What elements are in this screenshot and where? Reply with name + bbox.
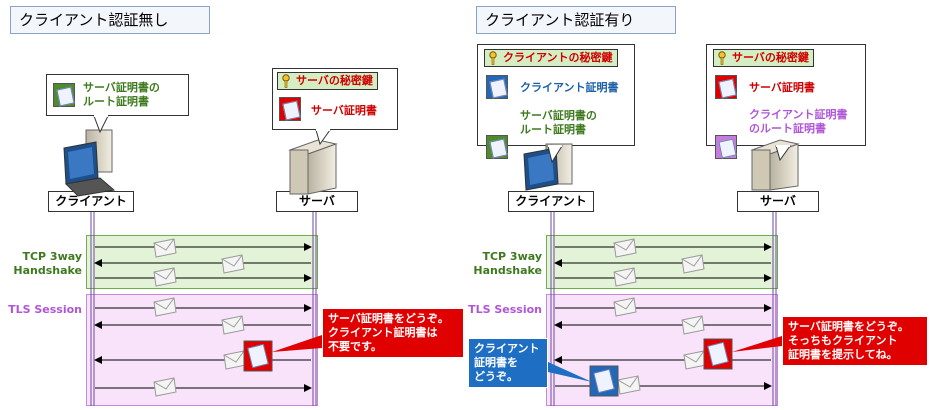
right-client-key-label: クライアントの秘密鍵 (503, 51, 613, 64)
right-cli-msg-line1: クライアント (474, 342, 540, 355)
right-server-key-label: サーバの秘密鍵 (732, 51, 809, 64)
client-root-certificate-icon (715, 135, 737, 159)
client-certificate-icon (589, 365, 619, 397)
left-msg-line1: サーバ証明書をどうぞ。 (328, 312, 449, 325)
key-icon (489, 51, 497, 65)
root-certificate-icon (486, 135, 508, 159)
right-tcp-phase-label: TCP 3way Handshake (464, 250, 542, 278)
right-client-root-line1: サーバ証明書の (520, 109, 597, 122)
left-server-cert-label: サーバ証明書 (311, 104, 377, 117)
left-client-root-line1: サーバ証明書の (83, 81, 160, 94)
key-icon (718, 51, 726, 65)
right-srv-msg-line1: サーバ証明書をどうぞ。 (788, 320, 909, 333)
server-certificate-icon (715, 75, 737, 99)
left-message-arrows (94, 243, 312, 392)
right-server-label: サーバ (737, 191, 819, 212)
right-message-arrows (554, 243, 772, 390)
right-client-label: クライアント (508, 191, 594, 212)
right-tcp-line2: Handshake (473, 264, 542, 277)
server-certificate-icon (279, 97, 301, 121)
key-icon (282, 74, 290, 88)
right-client-cert-label: クライアント証明書 (520, 81, 619, 94)
left-tcp-line2: Handshake (13, 264, 82, 277)
server-certificate-icon (243, 340, 273, 372)
root-certificate-icon (53, 83, 75, 107)
right-cli-msg-line3: どうぞ。 (474, 370, 518, 383)
left-server-label: サーバ (276, 191, 358, 212)
right-server-key-header: サーバの秘密鍵 (713, 49, 814, 67)
right-server-cert-label: サーバ証明書 (749, 81, 815, 94)
left-tcp-phase-label: TCP 3way Handshake (4, 250, 82, 278)
left-tcp-line1: TCP 3way (22, 250, 82, 263)
right-srv-msg-line2: そっちもクライアント (788, 334, 898, 347)
right-cli-msg-line2: 証明書を (474, 356, 518, 369)
left-server-key-header: サーバの秘密鍵 (277, 72, 378, 90)
left-tcp-band (86, 235, 318, 289)
right-server-callout: サーバの秘密鍵 サーバ証明書 クライアント証明書 のルート証明書 (706, 44, 866, 159)
left-client-root-label: サーバ証明書の ルート証明書 (83, 81, 160, 109)
right-client-root-line2: ルート証明書 (520, 123, 586, 136)
right-server-root-line2: のルート証明書 (749, 122, 826, 135)
left-server-callout: サーバの秘密鍵 サーバ証明書 (272, 68, 398, 130)
left-client-callout: サーバ証明書の ルート証明書 (46, 74, 189, 116)
right-client-callout: クライアントの秘密鍵 クライアント証明書 サーバ証明書の ルート証明書 (477, 44, 635, 159)
client-certificate-icon (486, 75, 508, 99)
right-srv-msg-line3: 証明書を提示してね。 (788, 348, 898, 361)
envelope-icon (613, 238, 707, 395)
right-client-key-header: クライアントの秘密鍵 (484, 49, 618, 67)
server-icon (750, 139, 800, 191)
right-tls-phase-label: TLS Session (468, 303, 542, 316)
left-server-key-label: サーバの秘密鍵 (296, 74, 373, 87)
right-title: クライアント認証有り (476, 6, 676, 34)
server-certificate-icon (703, 338, 733, 370)
right-server-root-line1: クライアント証明書 (749, 108, 848, 121)
client-computer-icon (523, 143, 573, 191)
right-tcp-band (546, 235, 778, 289)
left-msg-line2: クライアント証明書は (328, 326, 438, 339)
right-server-message: サーバ証明書をどうぞ。 そっちもクライアント 証明書を提示してね。 (782, 316, 928, 366)
left-msg-line3: 不要です。 (328, 340, 382, 353)
left-server-message: サーバ証明書をどうぞ。 クライアント証明書は 不要です。 (322, 308, 464, 358)
server-icon (288, 139, 338, 195)
client-computer-icon (63, 129, 116, 197)
left-client-root-line2: ルート証明書 (83, 95, 149, 108)
right-client-message: クライアント 証明書を どうぞ。 (468, 338, 548, 388)
right-client-root-label: サーバ証明書の ルート証明書 (520, 109, 597, 137)
left-client-label: クライアント (48, 191, 134, 212)
left-tls-phase-label: TLS Session (8, 303, 82, 316)
left-title: クライアント認証無し (10, 6, 210, 34)
right-server-root-label: クライアント証明書 のルート証明書 (749, 108, 848, 136)
right-tcp-line1: TCP 3way (482, 250, 542, 263)
